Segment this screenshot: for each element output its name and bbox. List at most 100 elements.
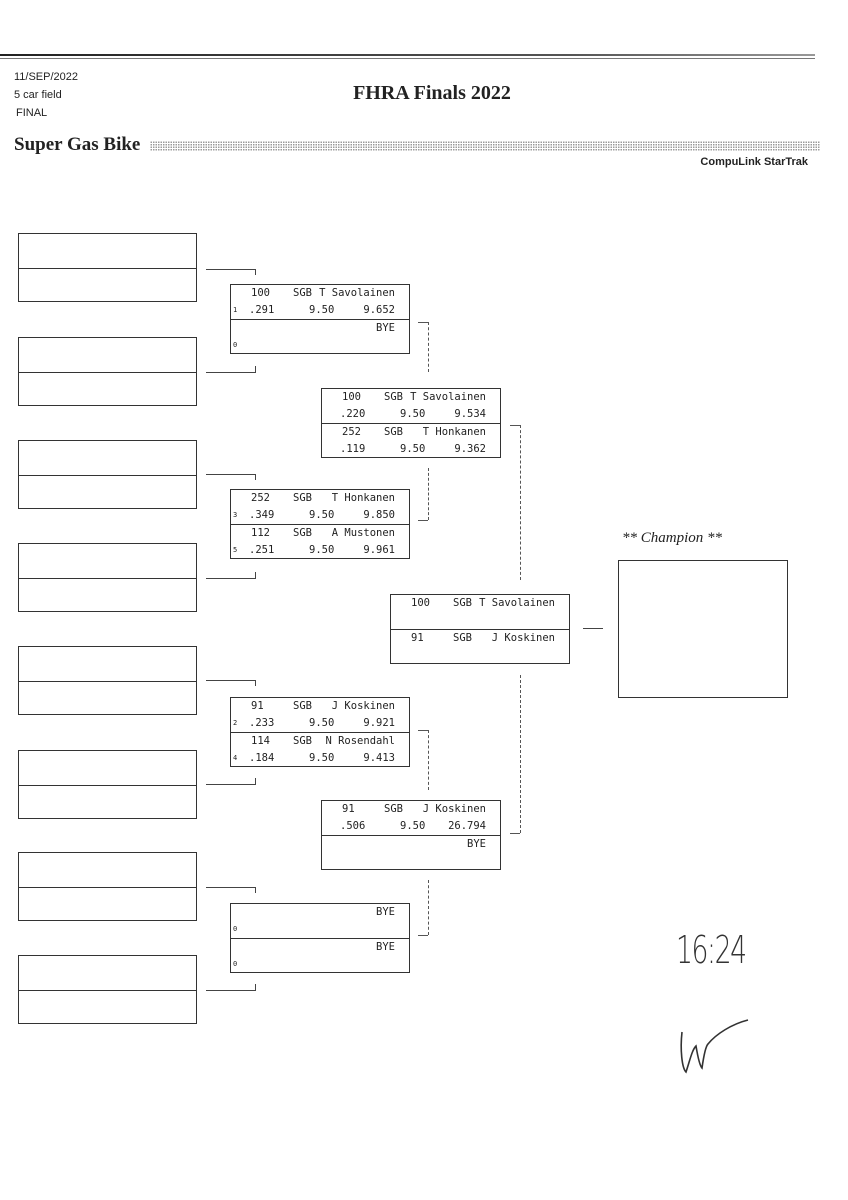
class-code: SGB xyxy=(293,735,312,747)
elapsed-time: 9.652 xyxy=(363,304,395,316)
racer-name: BYE xyxy=(376,322,395,334)
empty-entry-box xyxy=(18,852,197,921)
class-code: SGB xyxy=(384,426,403,438)
car-number: 91 xyxy=(411,632,424,644)
class-title: Super Gas Bike xyxy=(14,134,141,155)
class-code: SGB xyxy=(293,700,312,712)
connector-tick xyxy=(255,366,256,372)
reaction-time: .220 xyxy=(340,408,366,420)
connector-tick xyxy=(255,680,256,686)
dial-in: 9.50 xyxy=(309,304,335,316)
dial-in: 9.50 xyxy=(309,752,335,764)
car-number: 114 xyxy=(251,735,270,747)
reaction-time: .506 xyxy=(340,820,366,832)
empty-entry-box xyxy=(18,750,197,819)
empty-entry-box xyxy=(18,233,197,302)
dashed-connector xyxy=(520,425,521,580)
connector-tick xyxy=(255,778,256,784)
connector-line xyxy=(206,887,256,888)
top-rule-thin xyxy=(0,58,815,59)
elapsed-time: 9.961 xyxy=(363,544,395,556)
dotted-leader xyxy=(150,141,820,151)
dashed-connector xyxy=(428,730,429,790)
racer-name: T Savolainen xyxy=(479,597,555,609)
seed-number: 5 xyxy=(233,546,238,554)
dial-in: 9.50 xyxy=(400,443,426,455)
dashed-connector-end xyxy=(418,520,428,521)
connector-tick xyxy=(255,269,256,275)
racer-name: BYE xyxy=(376,941,395,953)
reaction-time: .251 xyxy=(249,544,275,556)
racer-name: T Savolainen xyxy=(319,287,395,299)
elapsed-time: 26.794 xyxy=(448,820,486,832)
entry-divider xyxy=(19,785,196,786)
field-size: 5 car field xyxy=(14,89,62,101)
connector-line xyxy=(206,680,256,681)
connector-line xyxy=(206,474,256,475)
entry-divider xyxy=(19,475,196,476)
racer-name: T Honkanen xyxy=(331,492,395,504)
reaction-time: .119 xyxy=(340,443,366,455)
dashed-connector-end xyxy=(418,322,428,323)
racer-name: T Honkanen xyxy=(422,426,486,438)
racer-slot: BYE xyxy=(322,835,500,870)
class-code: SGB xyxy=(384,391,403,403)
dashed-connector xyxy=(428,322,429,372)
elapsed-time: 9.362 xyxy=(454,443,486,455)
dashed-connector xyxy=(428,468,429,520)
entry-divider xyxy=(19,990,196,991)
dial-in: 9.50 xyxy=(400,408,426,420)
racer-name: J Koskinen xyxy=(331,700,395,712)
class-code: SGB xyxy=(293,287,312,299)
handwritten-time: 16:24 xyxy=(676,928,747,972)
racer-name: BYE xyxy=(467,838,486,850)
connector-line xyxy=(206,784,256,785)
car-number: 100 xyxy=(342,391,361,403)
car-number: 100 xyxy=(251,287,270,299)
class-code: SGB xyxy=(384,803,403,815)
elapsed-time: 9.921 xyxy=(363,717,395,729)
racer-name: N Rosendahl xyxy=(325,735,395,747)
dial-in: 9.50 xyxy=(309,717,335,729)
entry-divider xyxy=(19,681,196,682)
class-code: SGB xyxy=(453,632,472,644)
connector-tick xyxy=(255,887,256,893)
car-number: 91 xyxy=(251,700,264,712)
handwritten-signature xyxy=(680,1019,749,1074)
racer-name: BYE xyxy=(376,906,395,918)
seed-number: 3 xyxy=(233,511,238,519)
connector-tick xyxy=(255,572,256,578)
car-number: 91 xyxy=(342,803,355,815)
racer-name: J Koskinen xyxy=(422,803,486,815)
connector-line xyxy=(206,269,256,270)
dashed-connector xyxy=(520,675,521,833)
entry-divider xyxy=(19,268,196,269)
top-rule xyxy=(0,54,815,56)
reaction-time: .349 xyxy=(249,509,275,521)
dial-in: 9.50 xyxy=(400,820,426,832)
car-number: 252 xyxy=(251,492,270,504)
seed-number: 0 xyxy=(233,925,238,933)
empty-entry-box xyxy=(18,337,197,406)
elapsed-time: 9.413 xyxy=(363,752,395,764)
dashed-connector xyxy=(428,880,429,935)
dial-in: 9.50 xyxy=(309,544,335,556)
empty-entry-box xyxy=(18,543,197,612)
dial-in: 9.50 xyxy=(309,509,335,521)
entry-divider xyxy=(19,372,196,373)
connector-tick xyxy=(255,474,256,480)
round-label: FINAL xyxy=(16,107,48,119)
dashed-connector-end xyxy=(510,425,520,426)
event-date: 11/SEP/2022 xyxy=(14,71,79,83)
champion-label: ** Champion ** xyxy=(622,530,723,546)
reaction-time: .291 xyxy=(249,304,275,316)
